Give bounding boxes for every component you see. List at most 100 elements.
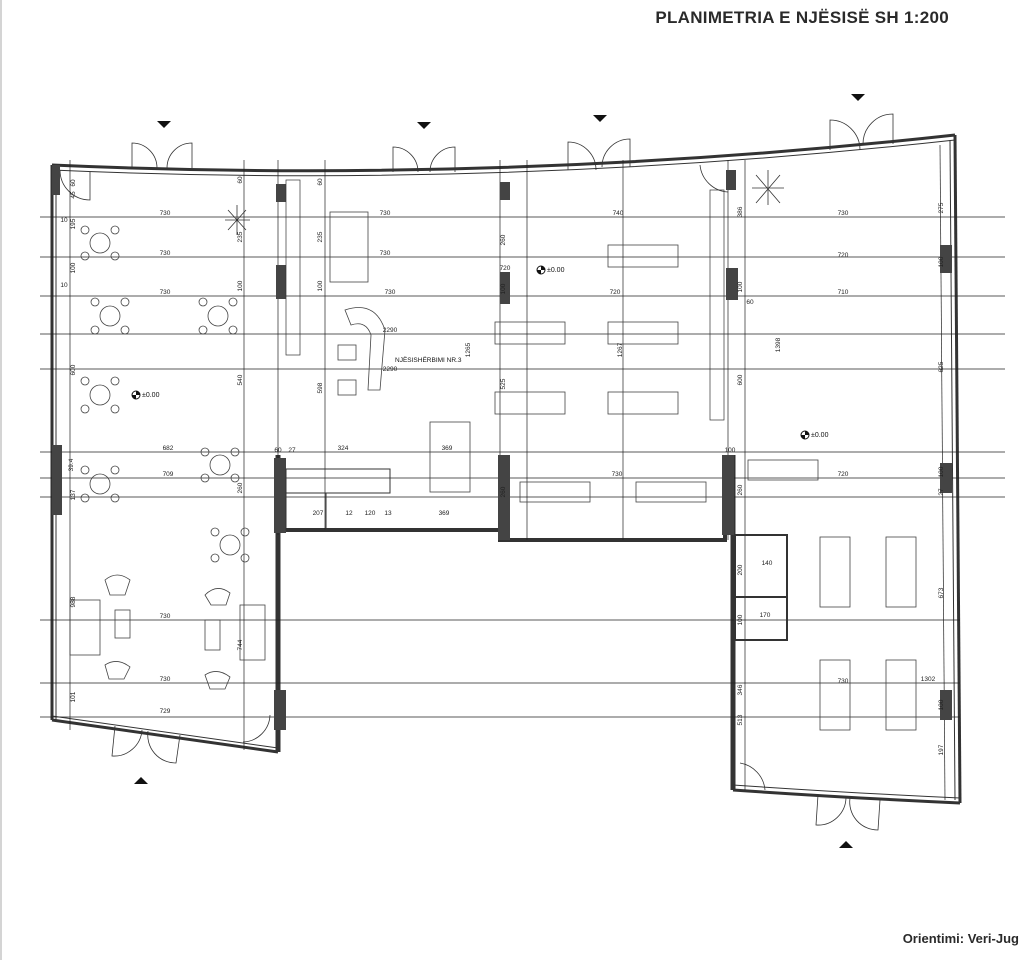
dimension-label: 1265 [465,342,472,357]
furniture [69,170,917,731]
level-value: ±0.00 [142,392,160,399]
dimension-label: 730 [160,613,171,620]
dimension-label: 39.4 [68,458,75,471]
structural-grid [40,144,1005,801]
dimension-label: 513 [737,714,744,725]
dimension-label: 60 [317,178,324,186]
entrance-arrow-icon [134,777,148,784]
dimension-label: 720 [500,265,511,272]
dimension-label: 60 [70,179,77,187]
dimension-label: 346 [737,684,744,695]
dimension-label: 60 [746,299,754,306]
dimension-label: 100 [938,256,945,267]
level-mark: ±0.00 [800,430,829,440]
dimension-label: 600 [70,364,77,375]
dimension-label: 10 [60,282,68,289]
dimension-label: 386 [737,206,744,217]
dimension-label: 1267 [617,342,624,357]
level-mark: ±0.00 [536,265,565,275]
dimension-label: 600 [737,374,744,385]
vertical-dimensions: 604519510060039.413798810160235100540260… [68,176,945,755]
dimension-label: 27 [938,488,945,496]
dimension-label: 729 [160,708,171,715]
dimension-label: 235 [237,231,244,242]
dimension-label: 100 [500,283,507,294]
dimension-label: 673 [938,587,945,598]
dimension-label: 324 [338,445,349,452]
dimension-label: 369 [439,510,450,517]
dimension-label: 730 [380,210,391,217]
armchair-icon [104,574,231,690]
dimension-label: 730 [160,210,171,217]
desk-icon [329,211,819,503]
reception-desk-icon [337,307,386,396]
level-value: ±0.00 [811,432,829,439]
dimension-label: 140 [762,560,773,567]
round-table-icon [80,465,120,503]
dimension-label: 27 [288,447,296,454]
dimension-label: 100 [70,262,77,273]
plant-icon [225,170,784,235]
entrance-arrow-icon [593,115,607,122]
dimension-label: 197 [938,744,945,755]
dimension-label: 200 [737,564,744,575]
level-mark: ±0.00 [131,390,160,400]
dimension-label: 100 [938,699,945,710]
dimension-label: 730 [385,289,396,296]
dimension-label: 625 [938,361,945,372]
dimension-label: 235 [317,231,324,242]
dimension-label: 60 [274,447,282,454]
dimension-label: 740 [613,210,624,217]
dimension-label: 720 [610,289,621,296]
dimension-label: 170 [760,612,771,619]
round-table-icon [90,297,130,335]
dimension-label: 120 [365,510,376,517]
dimension-label: 100 [725,447,736,454]
dimension-label: 260 [737,484,744,495]
dimension-label: 1398 [775,337,782,352]
room-label: NJËSISHËRBIMI NR.3 [395,356,462,364]
dimension-label: 2290 [383,327,398,334]
entrance-arrow-icon [157,121,171,128]
dimension-label: 682 [163,445,174,452]
dimension-label: 100 [737,281,744,292]
columns [52,165,952,730]
entrance-arrow-icon [851,94,865,101]
dimension-label: 260 [237,482,244,493]
round-table-icon [200,447,240,483]
dimension-label: 730 [160,676,171,683]
dimension-label: 137 [70,489,77,500]
dimension-label: 598 [317,382,324,393]
interior-partitions [285,179,788,641]
dimension-label: 101 [70,691,77,702]
dimension-label: 540 [237,374,244,385]
orientation-label: Orientimi: Veri-Jug [902,931,1019,946]
round-table-icon [80,376,120,414]
exterior-doors [59,113,894,831]
level-value: ±0.00 [547,267,565,274]
drawing-title: PLANIMETRIA E NJËSISË SH 1:200 [655,8,949,27]
dimension-label: 369 [442,445,453,452]
dimension-label: 275 [938,202,945,213]
dimension-label: 720 [838,252,849,259]
entrance-arrow-icon [839,841,853,848]
dimension-label: 525 [500,378,507,389]
dimension-label: 100 [317,280,324,291]
dimension-label: 207 [313,510,324,517]
dimension-label: 100 [237,280,244,291]
dimension-label: 988 [70,596,77,607]
dimension-label: 744 [237,639,244,650]
entrance-arrow-icon [417,122,431,129]
dimension-label: 2290 [383,366,398,373]
dimension-label: 260 [500,234,507,245]
dimension-label: 100 [737,614,744,625]
dimension-label: 12 [345,510,353,517]
round-table-icon [210,527,250,563]
dimension-label: 730 [612,471,623,478]
dimension-label: 13 [384,510,392,517]
dimension-label: 195 [70,218,77,229]
round-table-icon [198,297,238,335]
dimension-label: 60 [237,176,244,184]
